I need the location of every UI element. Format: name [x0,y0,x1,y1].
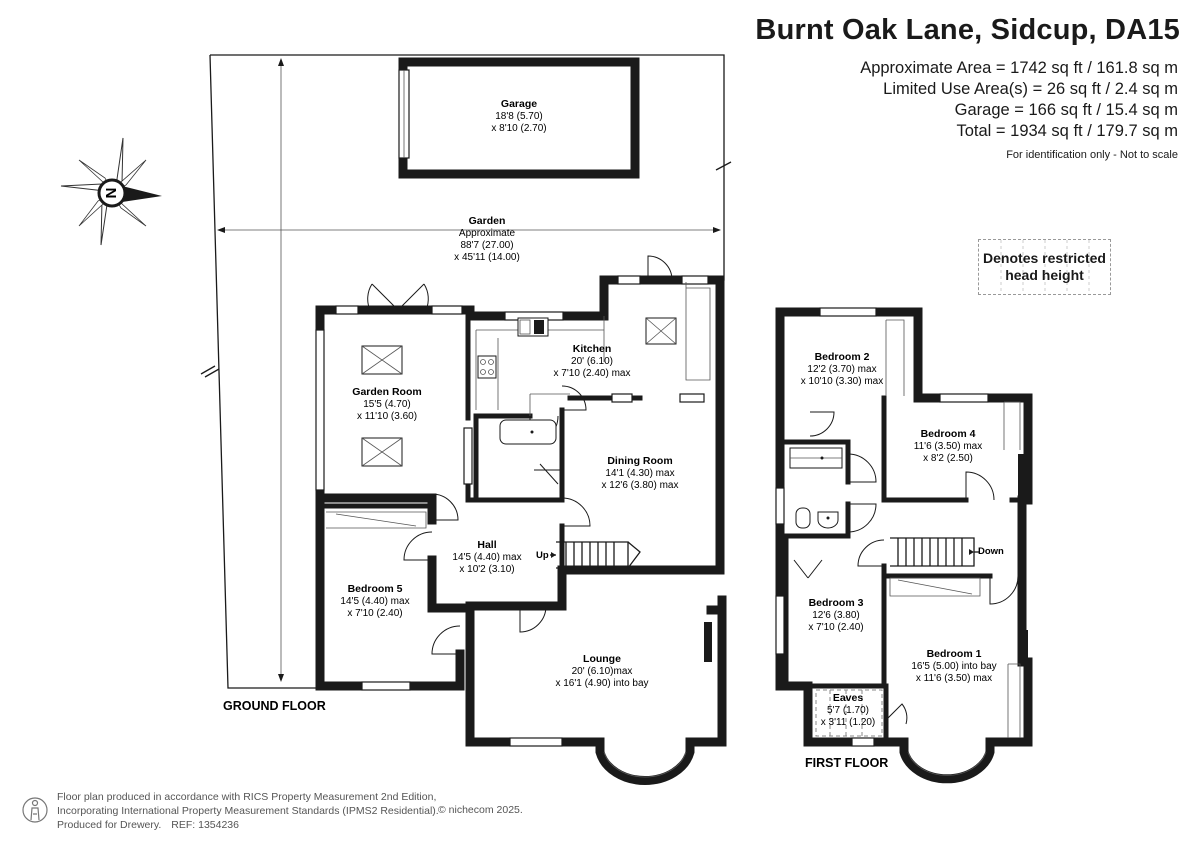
bedroom3-dim1: 12'6 (3.80) [812,610,860,621]
dining-room-dim1: 14'1 (4.30) max [605,468,674,479]
property-title: Burnt Oak Lane, Sidcup, DA15 [755,14,1180,46]
ground-stairs [550,541,641,569]
bedroom5-dim2: x 7'10 (2.40) [347,608,402,619]
kitchen-dim2: x 7'10 (2.40) max [554,368,631,379]
garden-name: Garden [469,215,506,227]
bedroom1-name: Bedroom 1 [927,648,982,660]
person-icon [22,797,48,823]
stairs-up-label: Up [536,550,549,561]
first-floor-label: FIRST FLOOR [805,756,888,770]
area-approximate: Approximate Area = 1742 sq ft / 161.8 sq… [860,59,1178,77]
garden-room-dim2: x 11'10 (3.60) [357,411,417,422]
bedroom1-dim2: x 11'6 (3.50) max [916,673,992,684]
garden-room-dim1: 15'5 (4.70) [363,399,411,410]
lounge-dim1: 20' (6.10)max [572,666,633,677]
garage-dim2: x 8'10 (2.70) [491,123,546,134]
bedroom4-name: Bedroom 4 [921,428,976,440]
ground-floor-label: GROUND FLOOR [223,699,326,713]
eaves-name: Eaves [833,692,864,704]
eaves-dim1: 5'7 (1.70) [827,705,869,716]
bedroom5-dim1: 14'5 (4.40) max [340,596,409,607]
garden-dim2: 88'7 (27.00) [460,240,513,251]
area-garage: Garage = 166 sq ft / 15.4 sq m [954,101,1178,119]
restricted-line2: head height [1005,267,1084,283]
garage-name: Garage [501,98,537,110]
restricted-height-legend: Denotes restricted head height [978,239,1111,295]
restricted-line1: Denotes restricted [983,250,1106,266]
garage-dim1: 18'8 (5.70) [495,111,543,122]
first-floor-plan [775,307,1033,784]
compass-rose-icon: N [60,137,162,246]
hall-dim1: 14'5 (4.40) max [452,552,521,563]
bedroom4-dim2: x 8'2 (2.50) [923,453,973,464]
hall-name: Hall [477,539,496,551]
area-summary: Approximate Area = 1742 sq ft / 161.8 sq… [860,58,1178,162]
bedroom2-dim2: x 10'10 (3.30) max [801,376,884,387]
footer-produced-for: Produced for Drewery. [57,819,162,831]
footer-line1: Floor plan produced in accordance with R… [57,791,437,803]
bedroom3-name: Bedroom 3 [809,597,864,609]
ground-floor-plan [200,54,732,785]
bedroom2-name: Bedroom 2 [815,351,870,363]
footer-ref: REF: 1354236 [171,819,239,831]
dining-room-name: Dining Room [607,455,672,467]
lounge-name: Lounge [583,653,621,665]
bedroom2-dim1: 12'2 (3.70) max [807,364,876,375]
footer-disclaimer: Floor plan produced in accordance with R… [57,790,439,832]
dining-room-dim2: x 12'6 (3.80) max [602,480,679,491]
footer-line2: Incorporating International Property Mea… [57,805,439,817]
kitchen-name: Kitchen [573,343,612,355]
first-floor-stairs [890,537,980,567]
area-limited-use: Limited Use Area(s) = 26 sq ft / 2.4 sq … [883,80,1178,98]
kitchen-dim1: 20' (6.10) [571,356,613,367]
garden-dim3: x 45'11 (14.00) [454,252,520,263]
eaves-dim2: x 3'11 (1.20) [821,717,876,728]
stairs-down-label: Down [978,546,1004,557]
bedroom3-dim2: x 7'10 (2.40) [808,622,863,633]
hall-dim2: x 10'2 (3.10) [459,564,514,575]
bedroom4-dim1: 11'6 (3.50) max [914,441,982,452]
first-floor-labels: Bedroom 2 12'2 (3.70) max x 10'10 (3.30)… [801,351,1004,770]
scale-note: For identification only - Not to scale [1006,149,1178,161]
lounge-dim2: x 16'1 (4.90) into bay [555,678,648,689]
copyright: © nichecom 2025. [438,804,523,816]
garden-room-name: Garden Room [352,386,421,398]
garden-dim1: Approximate [459,228,516,239]
compass-letter: N [102,188,119,199]
bedroom5-name: Bedroom 5 [348,583,403,595]
ground-floor-labels: Garage 18'8 (5.70) x 8'10 (2.70) Garden … [223,98,678,713]
bedroom1-dim1: 16'5 (5.00) into bay [911,661,996,672]
area-total: Total = 1934 sq ft / 179.7 sq m [956,122,1178,140]
